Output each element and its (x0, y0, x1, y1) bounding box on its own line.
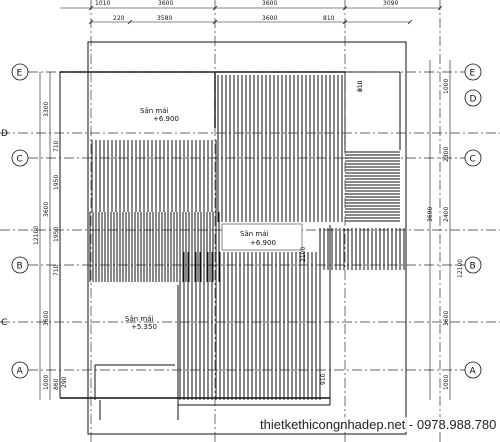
left-dim-1: 3300 (43, 102, 50, 117)
axis-right-E: E (470, 69, 476, 79)
axis-left-B: B (17, 262, 23, 272)
axis-edge-C: C (1, 318, 7, 328)
left-dim-8: 1000 (43, 375, 50, 390)
mid-dim-1: 2100 (300, 247, 307, 262)
top-sub-dim-1: 220 (113, 15, 125, 22)
axis-right-A: A (470, 367, 477, 377)
right-dim-total: 12100 (457, 259, 464, 278)
top-sub-dim-2: 3580 (157, 15, 172, 22)
room-label-box (221, 223, 303, 251)
right-dim-6: 3600 (443, 311, 450, 326)
axis-bubbles (11, 63, 482, 379)
left-dim-10: 290 (61, 376, 68, 388)
wall-outlines (59, 41, 407, 435)
top-sub-dim-4: 810 (323, 15, 335, 22)
dimension-tick (88, 5, 94, 11)
left-dim-9: 860 (53, 378, 60, 390)
room-2-level: +6.900 (250, 239, 276, 247)
room-3-name: Sân mái (125, 315, 154, 323)
right-dim-3: 2300 (443, 147, 450, 162)
room-1-level: +6.900 (153, 115, 179, 123)
top-dim-1: 1010 (95, 0, 110, 7)
top-dim-3: 3600 (262, 0, 277, 7)
dimension-tick (127, 19, 133, 25)
dimension-tick (407, 19, 413, 25)
axis-right-B: B (470, 262, 476, 272)
room-3-level: +5.350 (131, 323, 157, 331)
top-dim-4: 3090 (383, 0, 398, 7)
dimension-ticks (88, 5, 443, 25)
dimension-tick (212, 5, 218, 11)
right-dim-1: 1000 (443, 79, 450, 94)
axis-right-D: D (470, 95, 477, 105)
dimension-tick (342, 19, 348, 25)
dimension-lines (39, 7, 451, 400)
watermark: thietkethicongnhadep.net - 0978.988.780 (258, 417, 499, 432)
left-dim-5: 1950 (53, 227, 60, 242)
right-dim-5: 2400 (443, 207, 450, 222)
dimension-tick (88, 19, 94, 25)
left-dim-3: 1950 (53, 175, 60, 190)
left-dim-4: 3600 (43, 202, 50, 217)
left-dim-6: 710 (53, 264, 60, 276)
left-dim-2: 710 (53, 140, 60, 152)
axis-right-C: C (470, 155, 476, 165)
axis-left-C: C (17, 155, 23, 165)
axis-left-A: A (17, 367, 24, 377)
dimension-tick (437, 5, 443, 11)
room-2-name: Sân mái (240, 230, 269, 238)
dimension-tick (212, 19, 218, 25)
axis-edge-D: D (1, 129, 8, 139)
left-dim-7: 3600 (43, 311, 50, 326)
mid-dim-2: 910 (320, 373, 327, 385)
top-dim-2: 3600 (158, 0, 173, 7)
dimension-tick (342, 5, 348, 11)
right-dim-7: 1000 (443, 375, 450, 390)
top-sub-dim-3: 3600 (262, 15, 277, 22)
mid-dim-3: 910 (357, 80, 364, 92)
room-1-name: Sân mái (140, 107, 169, 115)
right-dim-2: 810 (357, 80, 364, 92)
right-dim-4: 3690 (427, 207, 434, 222)
axis-left-E: E (17, 69, 23, 79)
roof-slats (89, 75, 405, 400)
outer-boundary (87, 41, 407, 435)
left-dim-total: 12100 (33, 226, 40, 245)
